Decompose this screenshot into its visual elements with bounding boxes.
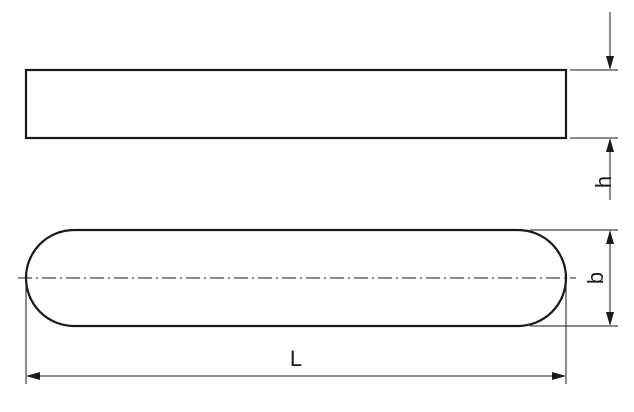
l-arrow-left	[26, 372, 40, 380]
height-label: h	[591, 176, 616, 188]
width-label: b	[583, 272, 608, 284]
key-side-view	[24, 68, 568, 140]
b-arrow-lower	[606, 312, 614, 326]
b-arrow-upper	[606, 230, 614, 244]
h-arrow-upper	[606, 56, 614, 70]
l-arrow-right	[552, 372, 566, 380]
length-label: L	[290, 346, 302, 371]
h-arrow-lower	[606, 138, 614, 152]
